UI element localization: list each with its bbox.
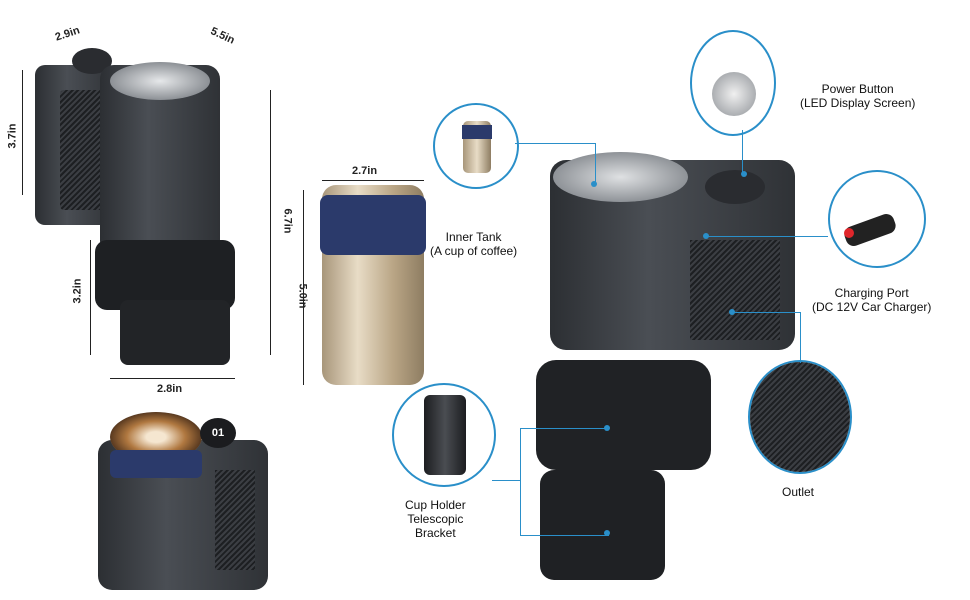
vent-grille [60, 90, 105, 210]
inner-tank-zoom [433, 103, 519, 189]
cup-band [110, 450, 202, 478]
dim-base-width: 2.8in [157, 383, 183, 395]
power-button-subtitle: (LED Display Screen) [800, 96, 916, 110]
charging-port-zoom [828, 170, 926, 268]
outlet-zoom [748, 360, 852, 474]
telescopic-bracket [536, 360, 711, 470]
dim-top-width: 2.9in [53, 24, 82, 44]
power-button-zoom [690, 30, 776, 136]
bracket-title-2: Telescopic [407, 512, 464, 526]
bracket-zoom [392, 383, 496, 487]
dim-lower-height: 3.2in [71, 278, 84, 304]
charging-port-label: Charging Port (DC 12V Car Charger) [812, 286, 931, 314]
dim-total-height: 6.7in [281, 208, 294, 234]
led-display: 01 [200, 418, 236, 448]
power-button-label: Power Button (LED Display Screen) [800, 82, 915, 110]
inner-tank-subtitle: (A cup of coffee) [430, 244, 518, 258]
dim-upper-height: 3.7in [6, 123, 19, 149]
telescopic-bracket [95, 240, 235, 310]
bracket-title-1: Cup Holder [405, 498, 466, 512]
power-button [705, 170, 765, 204]
inner-tank-title: Inner Tank [445, 230, 502, 244]
charging-port-title: Charging Port [834, 286, 909, 300]
inner-tank-label: Inner Tank (A cup of coffee) [430, 230, 517, 258]
inner-tank-opening [110, 62, 210, 100]
dim-cup-width: 2.7in [352, 165, 378, 177]
charging-port-subtitle: (DC 12V Car Charger) [812, 300, 932, 314]
base [120, 300, 230, 365]
power-button-title: Power Button [821, 82, 894, 96]
vent-grille [215, 470, 255, 570]
outlet-label: Outlet [782, 485, 815, 499]
cup-lid-band [320, 195, 426, 255]
base [540, 470, 665, 580]
bracket-label: Cup Holder Telescopic Bracket [405, 498, 466, 540]
dim-length: 5.5in [208, 25, 237, 47]
bracket-title-3: Bracket [415, 526, 456, 540]
vent-grille [690, 240, 780, 340]
inner-tank-opening [553, 152, 688, 202]
